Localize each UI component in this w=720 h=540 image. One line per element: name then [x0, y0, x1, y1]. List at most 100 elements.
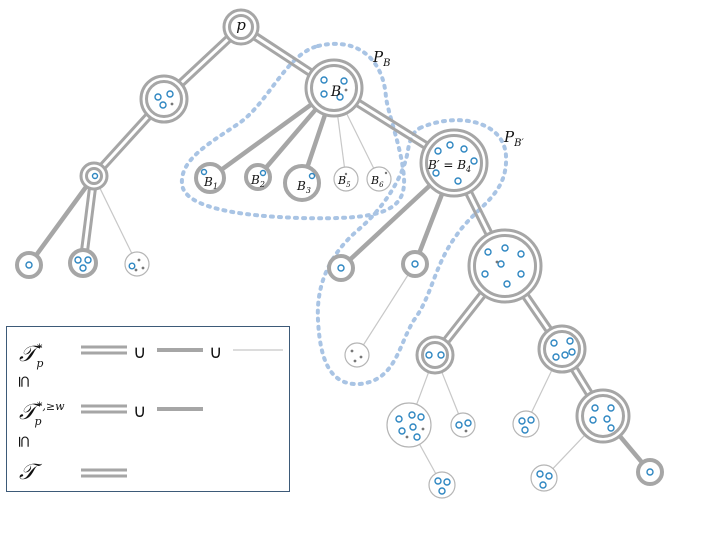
node-b2: [244, 163, 272, 191]
edge-p-l1-b: [181, 39, 232, 87]
edge-c3-e1-b: [447, 295, 487, 344]
blue-point: [159, 101, 167, 109]
blue-point: [200, 168, 208, 176]
blue-point: [79, 264, 87, 272]
gray-point: [353, 359, 357, 363]
path-region-pbp: [315, 118, 509, 387]
edge-l2-l3b-b: [86, 189, 97, 251]
blue-point: [454, 177, 462, 185]
edge-e1-f1: [416, 371, 430, 405]
edge-f1-h1: [419, 443, 437, 474]
edge-b-b2: [264, 107, 318, 170]
blue-point: [646, 468, 654, 476]
root-label: p: [236, 16, 246, 34]
node-h3: [636, 458, 664, 486]
blue-point: [409, 423, 417, 431]
edge-p-b-a: [252, 37, 310, 77]
blue-point: [517, 250, 525, 258]
edge-c3-e2-b: [526, 293, 553, 330]
blue-point: [455, 421, 463, 429]
blue-point: [166, 90, 174, 98]
blue-point: [484, 248, 492, 256]
node-ring: [386, 402, 432, 448]
node-ring: [124, 251, 150, 277]
edge-p-l1-a: [177, 35, 228, 83]
legend-subset-1: ⊆: [15, 375, 34, 388]
gray-point: [384, 171, 388, 175]
node-ring: [333, 166, 359, 192]
node-b1: [194, 162, 226, 194]
blue-point: [74, 256, 82, 264]
legend-t-star-label: 𝒯*p: [19, 342, 43, 370]
node-ring: [450, 412, 476, 438]
blue-point: [497, 260, 505, 268]
edge-b-b4-a: [355, 104, 426, 150]
edge-e2-g1: [531, 369, 553, 413]
blue-point: [503, 280, 511, 288]
node-ring: [636, 458, 664, 486]
node-ring: [15, 251, 43, 279]
node-b-label: B: [330, 84, 341, 100]
b1-label: B1: [203, 175, 218, 191]
edge-e2-g2-b: [575, 366, 594, 394]
legend-t-label: 𝒯: [19, 460, 43, 485]
node-b4: [419, 128, 489, 198]
blue-point: [336, 93, 344, 101]
edge-b-b1: [220, 102, 313, 172]
blue-point: [128, 262, 136, 270]
path-pb-label: PB: [372, 48, 390, 69]
edge-b4-c3-a: [464, 193, 488, 236]
gray-point: [137, 258, 141, 262]
edge-e1-f2: [441, 371, 460, 415]
blue-point: [437, 351, 445, 359]
blue-point: [154, 93, 162, 101]
gray-point: [359, 355, 363, 359]
edge-l1-l2-b: [103, 117, 152, 170]
gray-point: [344, 88, 348, 92]
blue-point: [591, 404, 599, 412]
node-inner-ring: [543, 330, 581, 368]
blue-point: [320, 90, 328, 98]
node-c3: [467, 228, 543, 304]
gray-point: [344, 172, 348, 176]
blue-point: [25, 261, 33, 269]
edge-l1-l2-a: [99, 112, 148, 166]
node-g2: [575, 388, 631, 444]
blue-point: [320, 76, 328, 84]
gray-point: [464, 429, 468, 433]
edge-b4-c3-b: [469, 190, 494, 234]
gray-point: [170, 102, 174, 106]
edge-c3-e1-a: [442, 291, 482, 340]
edge-e2-g2-a: [570, 369, 589, 397]
node-f2: [450, 412, 476, 438]
blue-point: [464, 419, 472, 427]
blue-point: [432, 169, 440, 177]
tree-nodes: [15, 8, 664, 499]
b6-label: B6: [370, 174, 384, 189]
node-ring: [327, 254, 355, 282]
blue-point: [539, 481, 547, 489]
blue-point: [550, 339, 558, 347]
node-h1: [428, 471, 456, 499]
b5-label: B5: [337, 174, 351, 189]
gray-point: [495, 260, 499, 264]
blue-point: [536, 470, 544, 478]
blue-point: [443, 478, 451, 486]
blue-point: [340, 77, 348, 85]
node-ring: [194, 162, 226, 194]
gray-point: [405, 435, 409, 439]
blue-point: [589, 416, 597, 424]
tree-edges: [34, 32, 645, 474]
node-l3b: [68, 248, 98, 278]
edge-b-b4-b: [358, 99, 429, 145]
blue-point: [552, 353, 560, 361]
node-inner-ring: [85, 167, 103, 185]
node-inner-ring: [581, 394, 625, 438]
blue-point: [566, 337, 574, 345]
blue-point: [417, 413, 425, 421]
node-l2: [79, 161, 109, 191]
